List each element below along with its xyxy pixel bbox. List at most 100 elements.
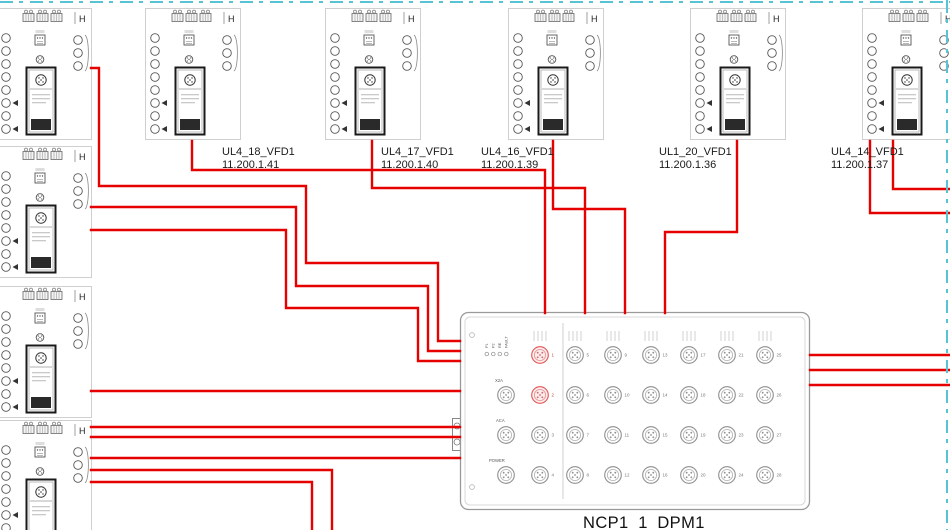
dpm-port[interactable]: [718, 346, 736, 364]
dpm-port[interactable]: [680, 386, 698, 404]
left-terminal-circles: [150, 33, 160, 134]
device-name: UL4_16_VFD1: [481, 146, 554, 158]
vfd-device-left-1[interactable]: H: [0, 8, 92, 140]
dpm-port-number: 7: [587, 433, 590, 438]
dpm-device[interactable]: P1 P2 RE FAULT X2A ACA POWER 1 2: [449, 310, 821, 512]
dpm-port[interactable]: [604, 386, 622, 404]
marker-triangle-icon: [341, 126, 347, 132]
dpm-port[interactable]: [531, 466, 549, 484]
device-name: UL4_14_VFD1: [831, 146, 904, 158]
dpm-port[interactable]: [642, 426, 660, 444]
right-terminal-circles: [222, 34, 238, 72]
dpm-port[interactable]: [604, 466, 622, 484]
dpm-port[interactable]: [604, 426, 622, 444]
dpm-port[interactable]: [566, 386, 584, 404]
dpm-port[interactable]: [718, 426, 736, 444]
cable-left4-out-b[interactable]: [89, 480, 314, 530]
cable-left1-dpm[interactable]: [89, 66, 462, 343]
comm-module[interactable]: [25, 344, 57, 414]
device-ip: 11.200.1.39: [481, 158, 539, 171]
dpm-led-label: P1: [485, 343, 489, 348]
cable-left2-dpm-b[interactable]: [89, 228, 462, 363]
comm-module[interactable]: [174, 66, 206, 136]
cable-left4-out-a[interactable]: [89, 468, 334, 530]
vfd-device-left-4[interactable]: H: [0, 420, 92, 530]
device-ip: 11.200.1.37: [831, 158, 889, 171]
dpm-port[interactable]: [756, 466, 774, 484]
terminal-blocks: [22, 147, 63, 160]
vfd-device-left-3[interactable]: H: [0, 286, 92, 418]
dpm-port[interactable]: [680, 466, 698, 484]
cable-vfd5-out-a[interactable]: [891, 139, 950, 191]
dpm-port-highlighted[interactable]: [531, 346, 549, 364]
cable-vfd3-dpm[interactable]: [551, 139, 627, 315]
comm-module[interactable]: [354, 66, 386, 136]
m12-connector-icon: [35, 55, 45, 64]
dpm-port[interactable]: [531, 426, 549, 444]
dpm-port[interactable]: [604, 346, 622, 364]
vfd-device-top-4[interactable]: H: [690, 8, 786, 140]
m12-connector-icon: [729, 55, 739, 64]
dpm-port[interactable]: [497, 426, 515, 444]
dpm-port[interactable]: [680, 426, 698, 444]
vfd-device-top-2[interactable]: H: [325, 8, 421, 140]
left-terminal-circles: [1, 33, 11, 134]
dpm-port-number: 23: [739, 433, 745, 438]
dpm-port[interactable]: [756, 386, 774, 404]
dpm-port[interactable]: [680, 346, 698, 364]
marker-triangle-icon: [706, 100, 712, 106]
marker-triangle-icon: [161, 126, 167, 132]
left-terminal-circles: [1, 445, 11, 530]
left-terminal-circles: [513, 33, 523, 134]
comm-module[interactable]: [891, 66, 923, 136]
cable-vfd5-out-b[interactable]: [868, 139, 950, 215]
vfd-device-left-2[interactable]: H: [0, 146, 92, 278]
dpm-port-highlighted[interactable]: [531, 386, 549, 404]
dpm-port[interactable]: [497, 386, 515, 404]
dpm-port-number: 5: [587, 353, 590, 358]
dpm-port[interactable]: [566, 426, 584, 444]
dpm-port-number: 15: [663, 433, 669, 438]
cable-vfd2-dpm[interactable]: [370, 139, 587, 315]
comm-module[interactable]: [719, 66, 751, 136]
dpm-port[interactable]: [642, 466, 660, 484]
marker-triangle-icon: [878, 100, 884, 106]
dpm-port-number: 12: [625, 473, 631, 478]
dpm-port[interactable]: [566, 466, 584, 484]
cable-vfd4-dpm[interactable]: [663, 139, 739, 315]
dpm-port[interactable]: [497, 466, 515, 484]
device-name: UL4_17_VFD1: [381, 146, 454, 158]
dpm-port[interactable]: [718, 386, 736, 404]
dpm-port[interactable]: [718, 466, 736, 484]
dpm-port[interactable]: [642, 346, 660, 364]
page-border-ruler-right: [946, 0, 948, 530]
dpm-port[interactable]: [566, 346, 584, 364]
vfd-device-top-3[interactable]: H: [508, 8, 604, 140]
dpm-port-number: 6: [587, 393, 590, 398]
cable-left2-dpm-a[interactable]: [89, 205, 462, 353]
dpm-label[interactable]: NCP1_1_DPM1: [583, 514, 705, 530]
comm-module[interactable]: [537, 66, 569, 136]
vfd-device-top-1[interactable]: H: [145, 8, 241, 140]
comm-module[interactable]: [25, 478, 57, 530]
module-label-block: [31, 119, 51, 130]
module-label-block: [725, 119, 745, 130]
right-terminal-circles: [767, 34, 783, 72]
marker-triangle-icon: [12, 404, 18, 410]
dpm-port-number: 9: [625, 353, 628, 358]
display-icon: [34, 30, 46, 46]
cable-vfd1-dpm[interactable]: [190, 139, 547, 315]
dpm-led-label: RE: [498, 342, 502, 348]
dpm-port-number: 26: [777, 393, 783, 398]
marker-triangle-icon: [524, 126, 530, 132]
display-icon: [183, 30, 195, 46]
comm-module[interactable]: [25, 66, 57, 136]
dpm-port[interactable]: [756, 426, 774, 444]
device-ip: 11.200.1.36: [659, 158, 717, 171]
vfd-device-top-5[interactable]: H: [862, 8, 950, 140]
dpm-port[interactable]: [756, 346, 774, 364]
comm-module[interactable]: [25, 204, 57, 274]
dpm-port[interactable]: [642, 386, 660, 404]
